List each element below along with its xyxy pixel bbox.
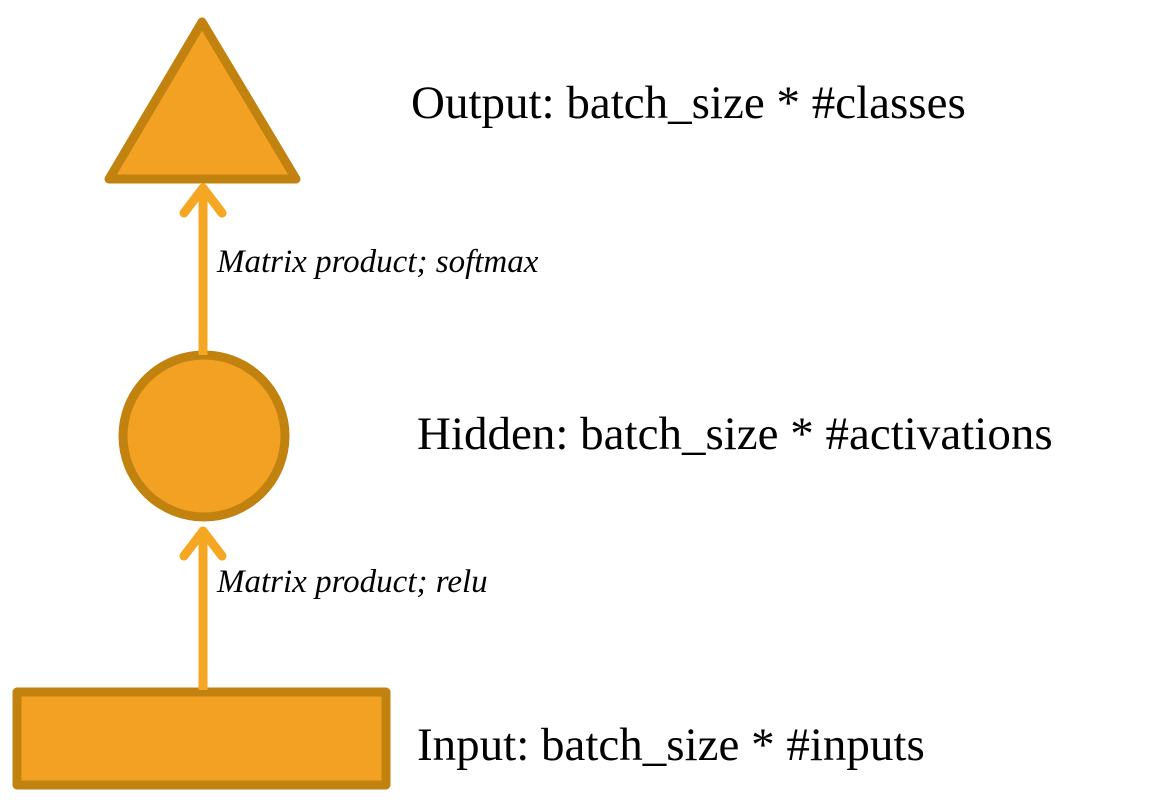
hidden-layer-label: Hidden: batch_size * #activations [417, 408, 1053, 460]
edge-label-hidden-to-output: Matrix product; softmax [217, 244, 539, 280]
arrow-input-to-hidden [179, 526, 227, 690]
input-layer-label: Input: batch_size * #inputs [417, 719, 925, 771]
edge-label-input-to-hidden: Matrix product; relu [217, 564, 488, 600]
output-layer-label: Output: batch_size * #classes [411, 77, 966, 129]
output-layer-triangle[interactable] [104, 17, 301, 184]
input-layer-rectangle[interactable] [12, 687, 391, 790]
arrow-hidden-to-output [179, 183, 227, 355]
hidden-layer-circle[interactable] [118, 350, 290, 522]
